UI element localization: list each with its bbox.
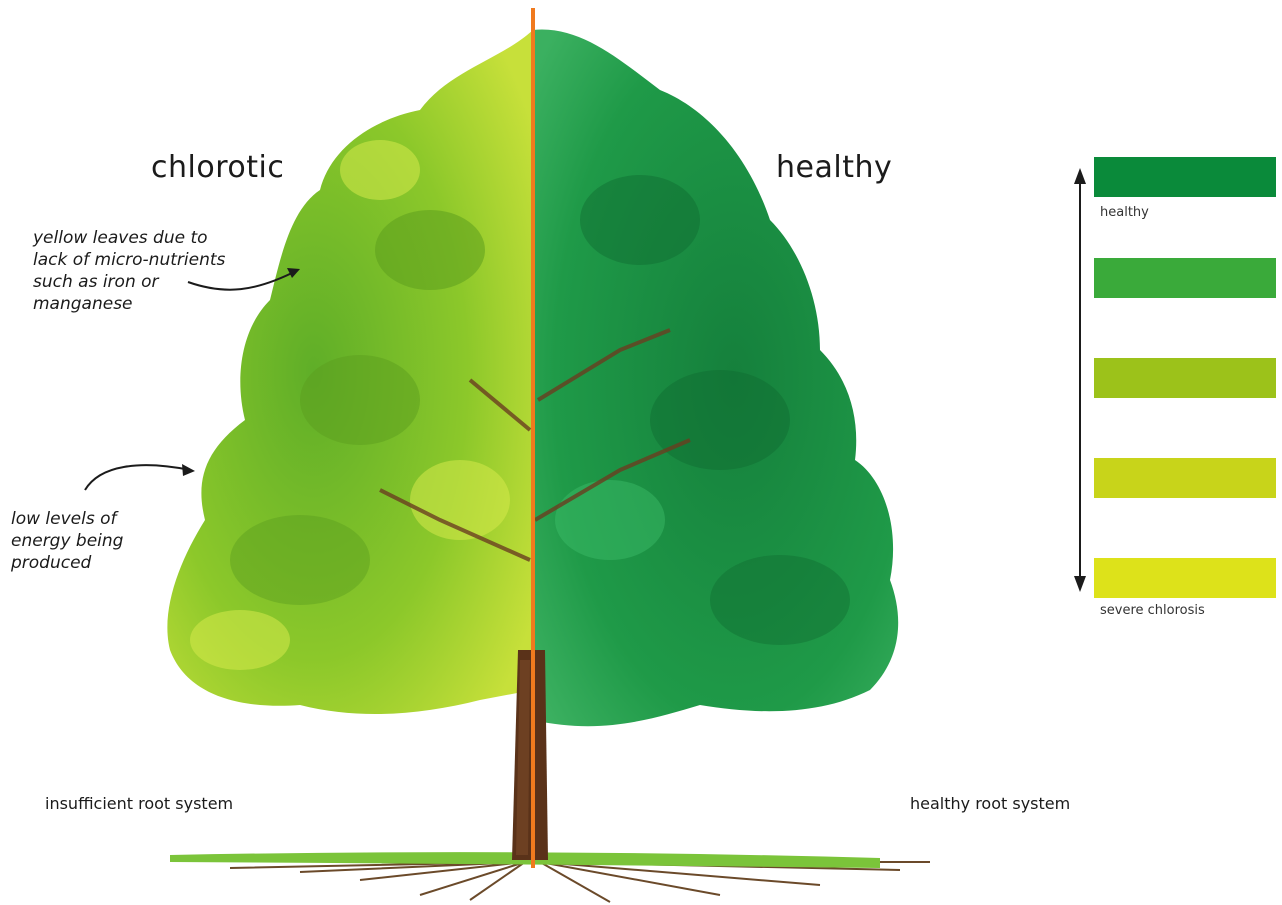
note-line: manganese	[33, 293, 225, 315]
low-energy-note: low levels of energy being produced	[11, 508, 123, 574]
scale-swatch-3	[1094, 358, 1276, 398]
note-line: produced	[11, 552, 123, 574]
note-line: energy being	[11, 530, 123, 552]
scale-bottom-label: severe chlorosis	[1100, 603, 1205, 618]
low-energy-arrow	[85, 464, 195, 490]
chlorotic-title: chlorotic	[151, 150, 284, 185]
scale-swatch-4	[1094, 458, 1276, 498]
note-line: yellow leaves due to	[33, 227, 225, 249]
insufficient-root-label: insufficient root system	[45, 794, 233, 813]
scale-swatch-1	[1094, 157, 1276, 197]
healthy-title: healthy	[776, 150, 892, 185]
scale-swatch-2	[1094, 258, 1276, 298]
note-line: lack of micro-nutrients	[33, 249, 225, 271]
healthy-root-label: healthy root system	[910, 794, 1070, 813]
yellow-leaves-note: yellow leaves due to lack of micro-nutri…	[33, 227, 225, 315]
scale-arrow	[1074, 168, 1086, 592]
scale-swatch-5	[1094, 558, 1276, 598]
scale-top-label: healthy	[1100, 205, 1149, 220]
note-line: such as iron or	[33, 271, 225, 293]
healthy-canopy	[533, 30, 898, 727]
note-line: low levels of	[11, 508, 123, 530]
roots	[230, 862, 930, 902]
chlorotic-canopy	[167, 30, 533, 714]
